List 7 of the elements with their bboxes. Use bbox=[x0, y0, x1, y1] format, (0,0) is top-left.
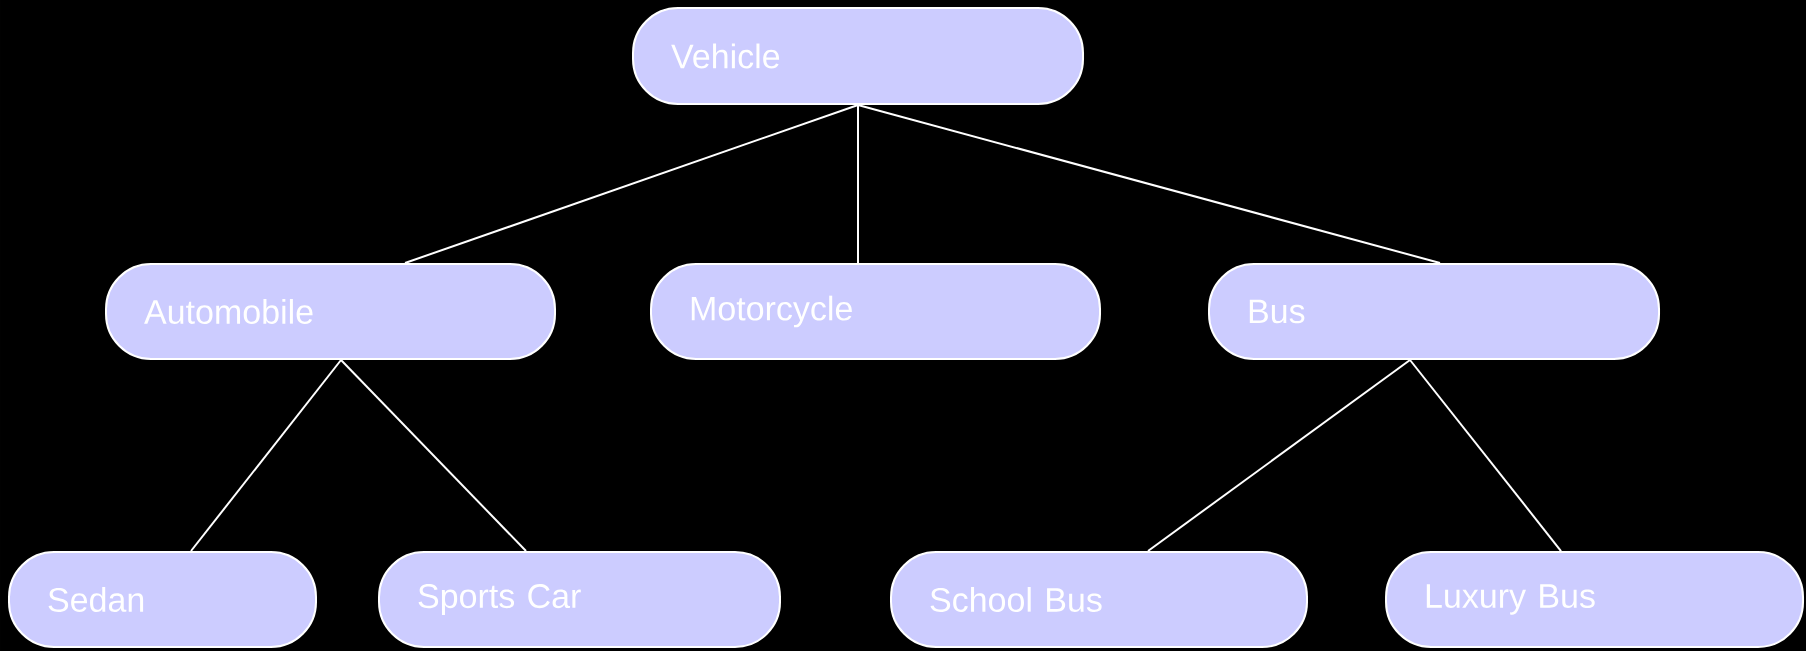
connector-line bbox=[857, 104, 859, 264]
connector-line bbox=[1147, 359, 1411, 552]
connector-line bbox=[190, 359, 342, 552]
connector-line bbox=[340, 359, 527, 552]
connector-line bbox=[857, 104, 1441, 264]
connector-line bbox=[404, 104, 859, 264]
connector-line bbox=[1409, 359, 1562, 552]
